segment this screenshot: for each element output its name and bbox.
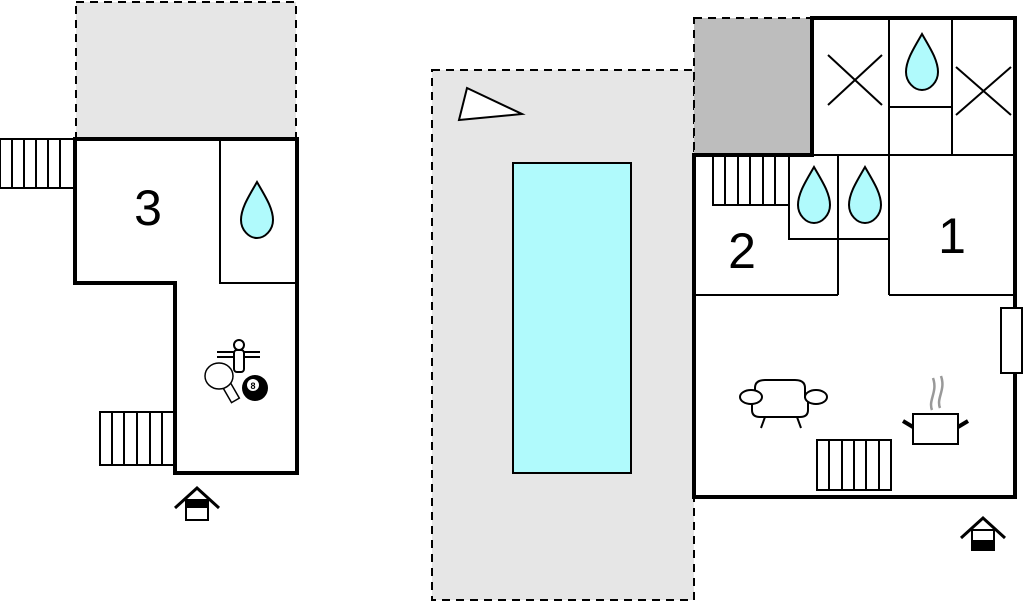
toilet-cross-icon [955, 66, 1012, 116]
terrace-area [75, 1, 297, 139]
entrance-icon [173, 486, 221, 522]
table-tennis-icon [204, 362, 241, 404]
foosball-icon [217, 339, 260, 373]
room-label-3: 3 [134, 180, 162, 236]
right-building: 2 1 [692, 16, 1023, 552]
toilet-cross-icon [827, 54, 883, 106]
stairs-icon [99, 411, 176, 466]
north-arrow-icon [457, 86, 526, 122]
radiator-icon [816, 439, 892, 491]
billiard-ball-icon: 8 [242, 375, 268, 401]
swimming-pool [512, 162, 632, 474]
entrance-icon [959, 516, 1007, 552]
room-label-2: 2 [728, 223, 756, 279]
room-label-1: 1 [938, 208, 966, 264]
stairs-icon [712, 155, 788, 206]
cooking-pot-icon [901, 375, 970, 445]
svg-text:8: 8 [250, 381, 255, 391]
window-icon [1000, 307, 1023, 374]
left-building: 3 8 [0, 1, 299, 522]
sofa-icon [739, 379, 828, 429]
pool-area [431, 69, 695, 601]
covered-area [693, 17, 813, 156]
stairs-icon [0, 138, 76, 189]
